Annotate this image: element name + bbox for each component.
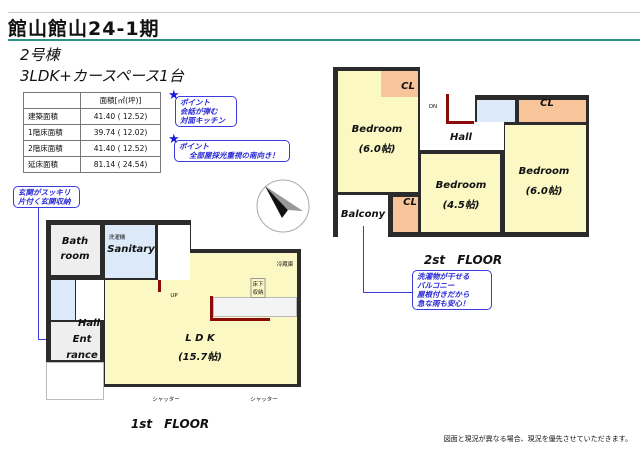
bedroom-label: Bedroom (518, 166, 570, 177)
shutter-label: シャッター (152, 397, 180, 403)
washer-label: 洗濯機 (108, 235, 126, 241)
page-title: 館山館山24-1期 (8, 18, 160, 40)
bedroom-size: (4.5帖) (442, 200, 480, 211)
hall-label: Hall (450, 132, 472, 143)
building-name: 2号棟 (20, 46, 60, 64)
callout-kitchen: ポイント会話が弾む対面キッチン (175, 96, 237, 127)
layout-type: 3LDK+カースペース1台 (20, 67, 184, 85)
closet-label: CL (401, 81, 415, 92)
closet-label: CL (540, 98, 554, 109)
callout-balcony: 洗濯物が干せるバルコニー屋根付きだから急な雨も安心！ (412, 270, 492, 310)
down-label: DN (428, 104, 438, 110)
bath-label-2: room (60, 251, 90, 262)
bedroom-size: (6.0帖) (358, 144, 396, 155)
compass-icon (256, 179, 310, 233)
bedroom-size: (6.0帖) (525, 186, 563, 197)
entrance-label: Ent (72, 334, 92, 345)
first-floor-title: 1st FLOOR (130, 417, 210, 431)
callout-entrance: 玄関がスッキリ片付く玄関収納 (13, 186, 80, 208)
ldk-label: L D K (185, 333, 215, 344)
area-header: 面積[㎡(坪)] (80, 92, 161, 109)
star-icon: ★ (168, 132, 180, 147)
top-rule (8, 12, 640, 13)
underfloor-storage: 床下収納 (250, 278, 266, 298)
fridge-label: 冷蔵庫 (276, 262, 294, 268)
bedroom-label: Bedroom (435, 180, 487, 191)
footer-note: 図面と現況が異なる場合、現況を優先させていただきます。 (443, 435, 632, 443)
star-icon: ★ (168, 88, 180, 103)
bath-label: Bath (61, 236, 89, 247)
entrance-label-2: rance (66, 350, 98, 361)
up-label: UP (170, 293, 178, 299)
hall-label: Hall (78, 318, 100, 329)
sanitary-label: Sanitary (107, 244, 155, 255)
shutter-label: シャッター (250, 397, 278, 403)
second-floor-title: 2st FLOOR (423, 253, 503, 267)
ldk-size: (15.7帖) (178, 352, 222, 363)
closet-label: CL (403, 197, 417, 208)
title-underline (8, 39, 640, 41)
bedroom-label: Bedroom (351, 124, 403, 135)
callout-south: ポイント全部屋採光重視の南向き！ (174, 140, 290, 162)
balcony-label: Balcony (340, 209, 386, 220)
